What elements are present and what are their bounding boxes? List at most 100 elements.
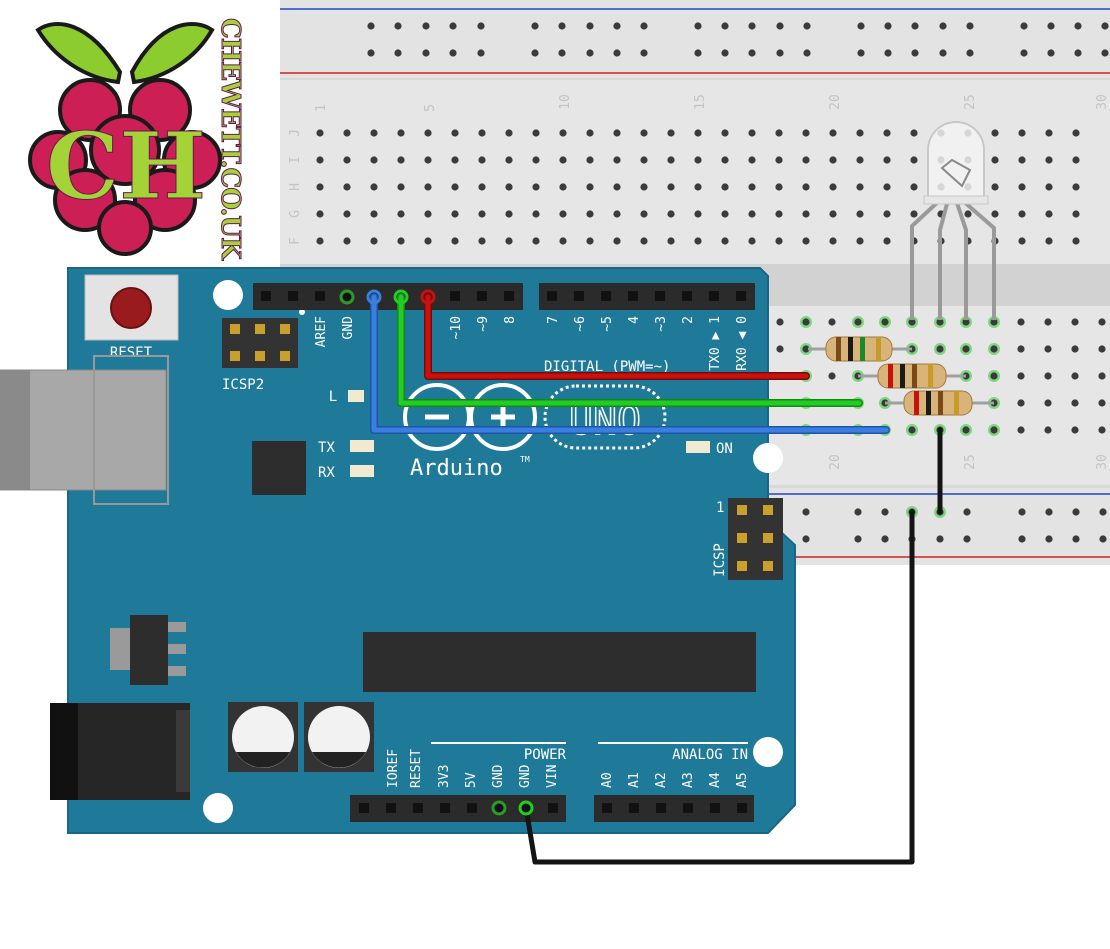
breadboard-hole (451, 129, 459, 137)
pin-highlight (518, 800, 534, 816)
row-letter: I (288, 156, 303, 164)
reset-label: RESET (110, 345, 153, 361)
header-pin (477, 291, 487, 301)
breadboard-hole (1072, 535, 1080, 543)
power-jack (50, 703, 190, 800)
breadboard-hole (397, 129, 405, 137)
header-pin (261, 291, 271, 301)
column-number: 25 (963, 454, 978, 470)
arduino-infinity-logo (403, 383, 537, 451)
breadboard-hole (856, 237, 864, 245)
breadboard-hole (963, 508, 971, 516)
breadboard-hole (586, 237, 594, 245)
resistor (858, 363, 966, 389)
breadboard-hole (424, 156, 432, 164)
breadboard-hole (640, 22, 648, 30)
breadboard-hole (1045, 129, 1053, 137)
breadboard-hole (990, 345, 998, 353)
breadboard-hole (721, 22, 729, 30)
breadboard-hole (694, 210, 702, 218)
pin-highlight (393, 289, 409, 305)
breadboard-hole (1017, 399, 1025, 407)
breadboard-hole (1017, 372, 1025, 380)
breadboard-hole (477, 22, 485, 30)
breadboard-hole (558, 22, 566, 30)
header-pin (450, 291, 460, 301)
breadboard-hole (613, 237, 621, 245)
breadboard-hole (881, 535, 889, 543)
resistor (885, 390, 994, 416)
breadboard-hole (667, 156, 675, 164)
breadboard-hole (1017, 426, 1025, 434)
breadboard-hole (613, 156, 621, 164)
column-number: 5 (423, 104, 438, 112)
header-pin (504, 291, 514, 301)
breadboard-hole (316, 129, 324, 137)
breadboard-hole (1044, 399, 1052, 407)
raspberry-logo: CH CHEWETT.CO.UK (28, 18, 246, 262)
voltage-regulator (110, 615, 186, 685)
breadboard-hole (505, 183, 513, 191)
breadboard-hole (1045, 508, 1053, 516)
breadboard-hole (532, 210, 540, 218)
pin-label: GND (341, 316, 356, 340)
breadboard-hole (478, 210, 486, 218)
mounting-hole (753, 737, 783, 767)
breadboard-hole (721, 49, 729, 57)
breadboard-hole (667, 237, 675, 245)
breadboard-hole (640, 156, 648, 164)
breadboard-hole (370, 210, 378, 218)
mounting-hole (203, 793, 233, 823)
breadboard-hole (802, 210, 810, 218)
pin-label: A1 (627, 772, 642, 788)
breadboard-hole (343, 237, 351, 245)
breadboard-hole (883, 156, 891, 164)
breadboard-hole (394, 49, 402, 57)
header-pin (683, 803, 693, 813)
breadboard-hole (990, 372, 998, 380)
header-pin (710, 803, 720, 813)
breadboard-hole (343, 129, 351, 137)
breadboard-hole (559, 237, 567, 245)
breadboard-hole (908, 426, 916, 434)
breadboard-hole (1044, 345, 1052, 353)
header-pin (601, 291, 611, 301)
column-number: 20 (828, 454, 843, 470)
breadboard-hole (829, 156, 837, 164)
column-number: 20 (828, 94, 843, 110)
wires (370, 293, 943, 865)
breadboard-hole (1045, 183, 1053, 191)
breadboard-hole (911, 49, 919, 57)
pin-label: A0 (600, 772, 615, 788)
breadboard-hole (694, 49, 702, 57)
rgb-led (910, 121, 996, 320)
breadboard-hole (667, 129, 675, 137)
breadboard-hole (883, 183, 891, 191)
analog-label: ANALOG IN (672, 747, 748, 763)
breadboard-hole (370, 183, 378, 191)
breadboard-hole (854, 318, 862, 326)
breadboard-hole (1044, 426, 1052, 434)
pin-label: ~6 (573, 316, 588, 332)
led-l-label: L (329, 389, 337, 405)
breadboard-hole (721, 210, 729, 218)
breadboard-hole (478, 129, 486, 137)
led-rx (350, 465, 374, 477)
breadboard-hole (1018, 210, 1026, 218)
breadboard-hole (559, 210, 567, 218)
breadboard-hole (1074, 49, 1082, 57)
breadboard-hole (721, 237, 729, 245)
breadboard-hole (397, 210, 405, 218)
breadboard-hole (559, 156, 567, 164)
brand-text: Arduino (410, 456, 503, 481)
breadboard-hole (1098, 372, 1106, 380)
reset-button-cap[interactable] (110, 287, 152, 329)
wire-black-ground (523, 509, 915, 865)
breadboard-hole (531, 22, 539, 30)
capacitor (304, 702, 374, 772)
breadboard-hole (802, 156, 810, 164)
pin-label: 2 (681, 316, 696, 324)
breadboard-hole (667, 183, 675, 191)
breadboard-hole (854, 508, 862, 516)
breadboard-hole (367, 49, 375, 57)
